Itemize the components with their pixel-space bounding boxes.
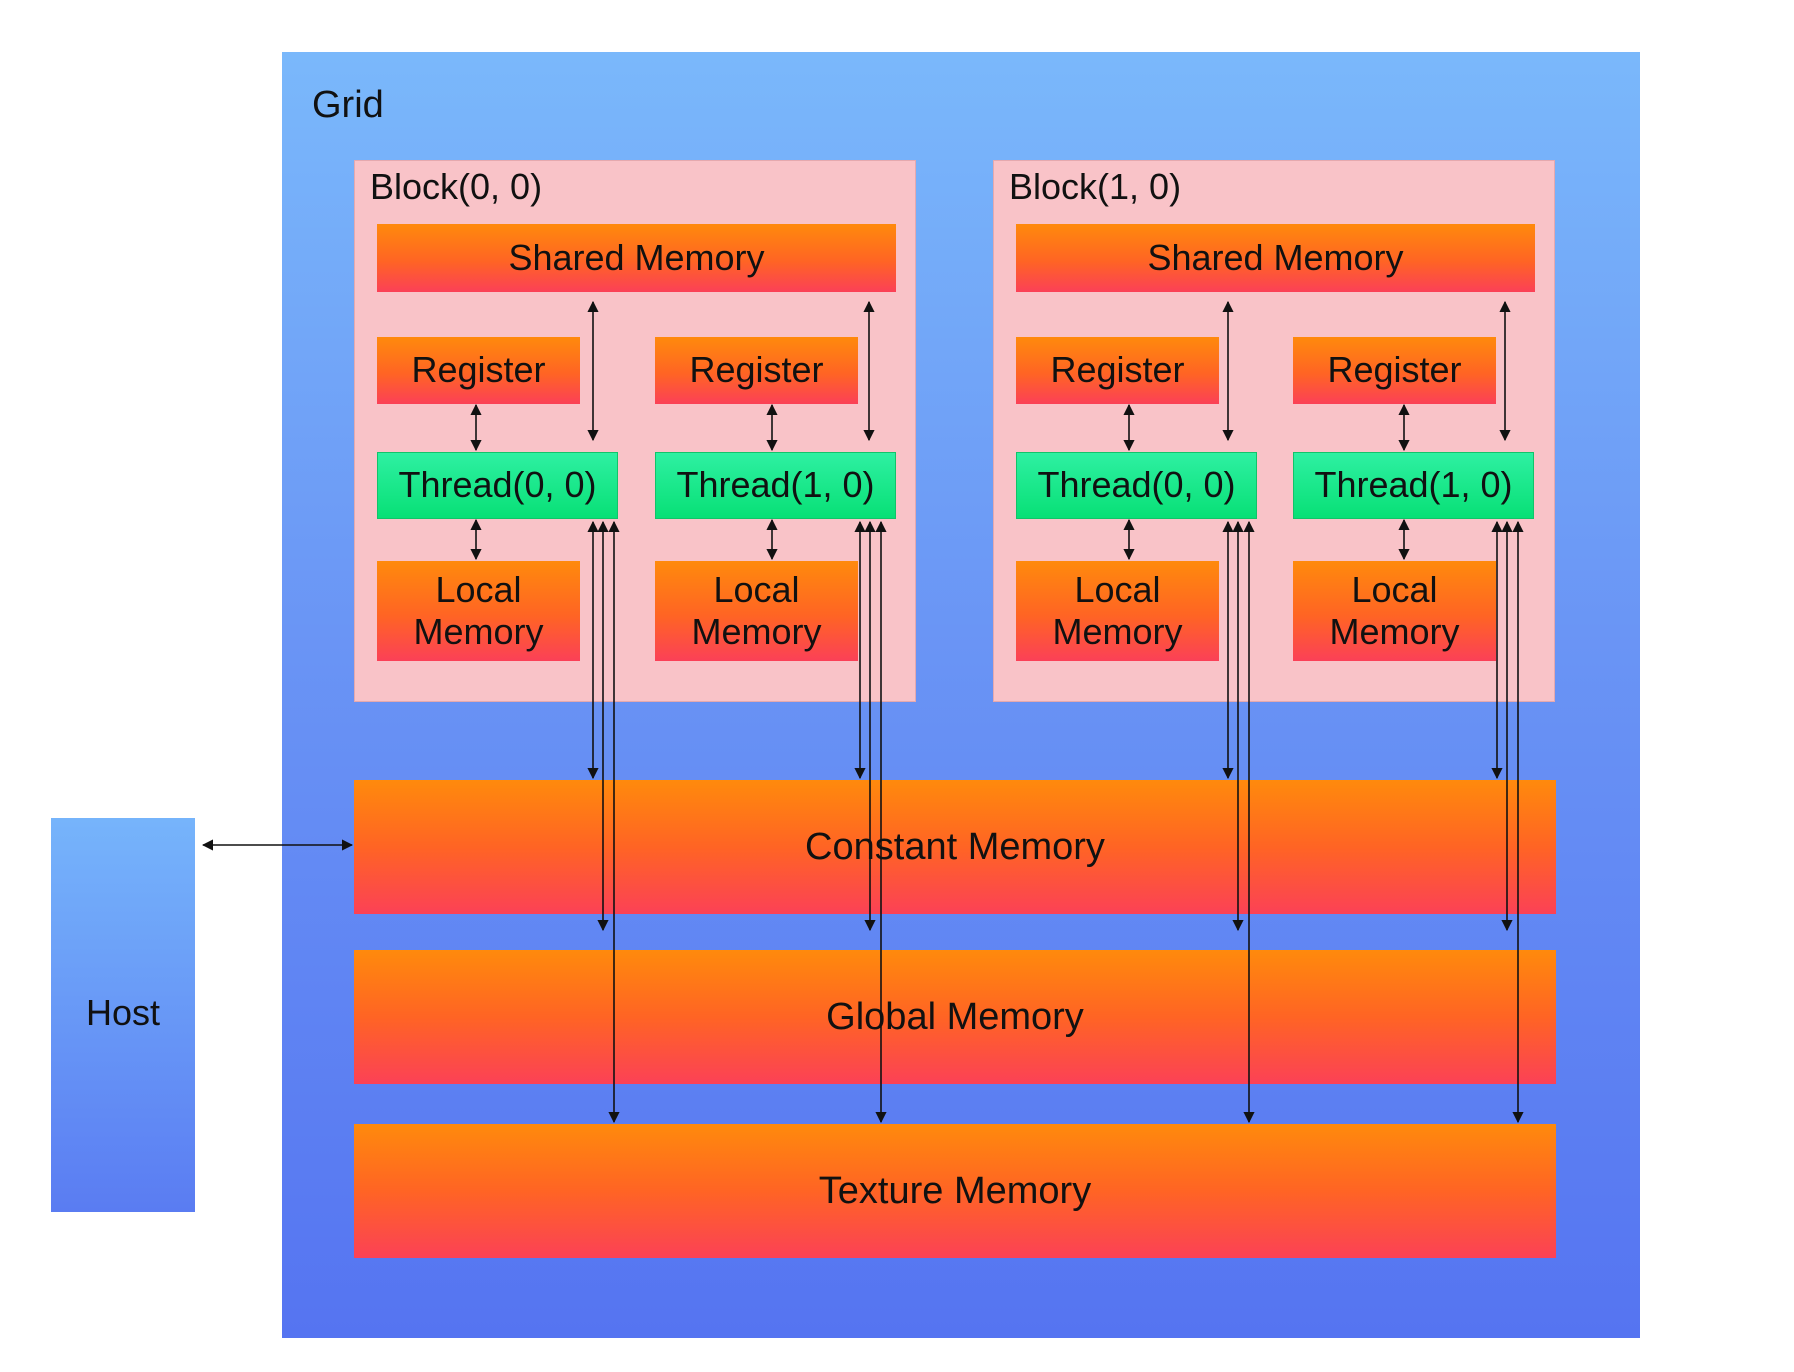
block-0-0-label: Block(0, 0) <box>370 166 543 207</box>
host-box <box>51 818 195 1212</box>
block-0-0-thread-1-register: Register <box>655 337 858 404</box>
block-0-0-thread-0: Thread(0, 0) <box>377 452 618 519</box>
block-0-0-thread-0-local-memory: Local Memory <box>377 561 580 661</box>
block-1-0-thread-0-register: Register <box>1016 337 1219 404</box>
block-1-0-thread-0-local-memory: Local Memory <box>1016 561 1219 661</box>
constant-memory: Constant Memory <box>354 780 1556 914</box>
global-memory: Global Memory <box>354 950 1556 1084</box>
block-0-0-thread-1: Thread(1, 0) <box>655 452 896 519</box>
block-1-0-thread-1-register: Register <box>1293 337 1496 404</box>
block-1-0-thread-1-local-memory: Local Memory <box>1293 561 1496 661</box>
texture-memory: Texture Memory <box>354 1124 1556 1258</box>
block-1-0-label: Block(1, 0) <box>1009 166 1182 207</box>
host-label: Host <box>85 992 161 1033</box>
block-1-0-thread-0: Thread(0, 0) <box>1016 452 1257 519</box>
block-0-0-thread-0-register: Register <box>377 337 580 404</box>
block-1-0-shared-memory: Shared Memory <box>1016 224 1535 292</box>
block-1-0-thread-1: Thread(1, 0) <box>1293 452 1534 519</box>
block-0-0-shared-memory: Shared Memory <box>377 224 896 292</box>
block-0-0-thread-1-local-memory: Local Memory <box>655 561 858 661</box>
grid-label: Grid <box>312 84 384 126</box>
